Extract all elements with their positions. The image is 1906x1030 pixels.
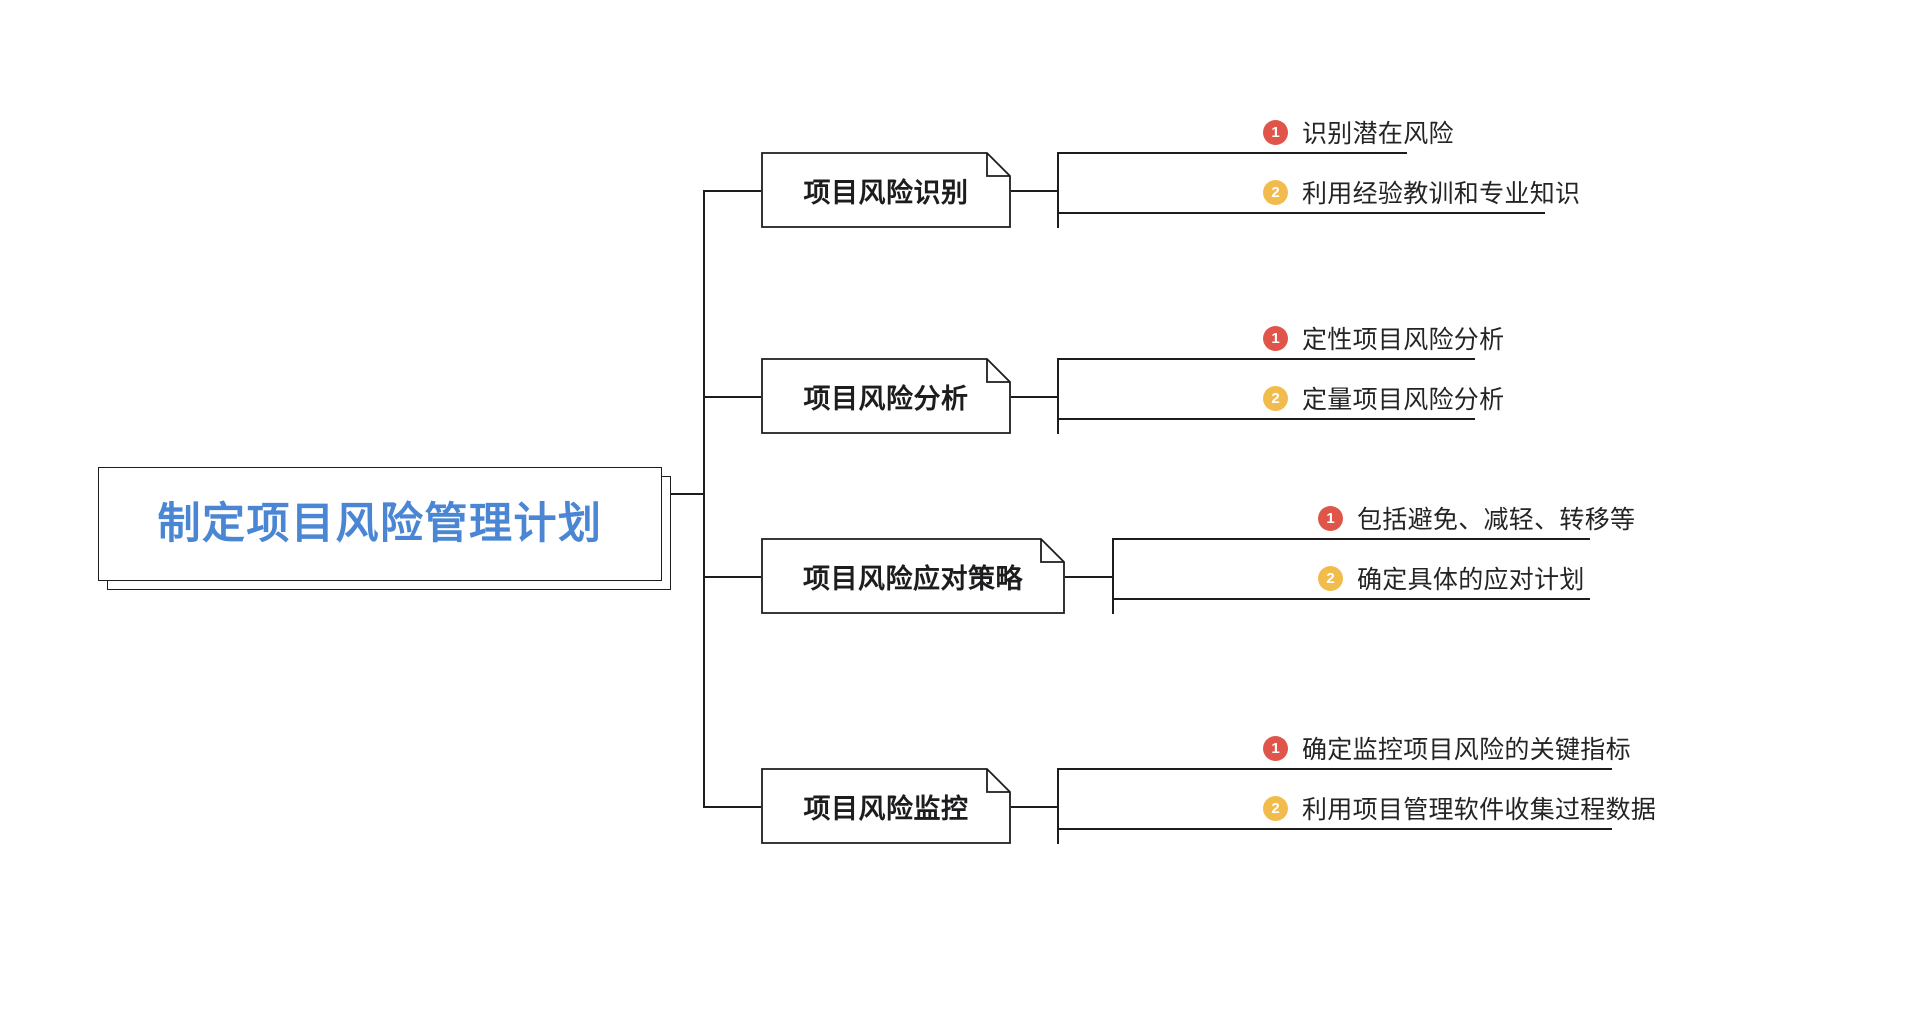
badge-one-icon: 1 — [1263, 735, 1288, 761]
leaf-bracket-1 — [1057, 152, 1059, 228]
leaf-item[interactable]: 2 利用项目管理软件收集过程数据 — [1263, 786, 1656, 830]
connector-root-stub — [671, 493, 704, 495]
leaf-item[interactable]: 1 包括避免、减轻、转移等 — [1318, 496, 1635, 540]
connector-branch-3 — [703, 576, 761, 578]
root-node[interactable]: 制定项目风险管理计划 — [98, 467, 671, 590]
badge-two-icon: 2 — [1263, 385, 1288, 411]
leaf-item[interactable]: 2 利用经验教训和专业知识 — [1263, 170, 1580, 214]
leaf-underline — [1057, 358, 1475, 360]
connector-branch-1-out — [1011, 190, 1058, 192]
leaf-underline — [1057, 212, 1545, 214]
connector-spine — [703, 190, 705, 807]
branch-node-2-label: 项目风险分析 — [803, 383, 969, 414]
branch-node-1[interactable]: 项目风险识别 — [761, 152, 1011, 228]
badge-one-icon: 1 — [1263, 119, 1288, 145]
leaf-underline — [1057, 768, 1612, 770]
leaf-group-4: 1 确定监控项目风险的关键指标 2 利用项目管理软件收集过程数据 — [1057, 726, 1656, 856]
branch-node-4[interactable]: 项目风险监控 — [761, 768, 1011, 844]
leaf-group-3: 1 包括避免、减轻、转移等 2 确定具体的应对计划 — [1112, 496, 1635, 626]
connector-branch-3-out — [1065, 576, 1113, 578]
leaf-underline — [1057, 418, 1475, 420]
leaf-bracket-4 — [1057, 768, 1059, 844]
badge-two-icon: 2 — [1263, 179, 1288, 205]
leaf-item[interactable]: 1 确定监控项目风险的关键指标 — [1263, 726, 1631, 770]
leaf-label: 识别潜在风险 — [1302, 120, 1454, 148]
branch-node-3-label: 项目风险应对策略 — [803, 563, 1023, 594]
dogear-card-shape — [761, 358, 1011, 434]
dogear-card-shape — [761, 768, 1011, 844]
leaf-group-2: 1 定性项目风险分析 2 定量项目风险分析 — [1057, 316, 1504, 446]
branch-node-3[interactable]: 项目风险应对策略 — [761, 538, 1065, 614]
leaf-label: 定性项目风险分析 — [1302, 326, 1505, 354]
root-node-label: 制定项目风险管理计划 — [157, 499, 603, 548]
leaf-item[interactable]: 1 定性项目风险分析 — [1263, 316, 1504, 360]
leaf-label: 确定监控项目风险的关键指标 — [1302, 736, 1631, 764]
leaf-bracket-2 — [1057, 358, 1059, 434]
leaf-underline — [1112, 538, 1590, 540]
branch-node-4-label: 项目风险监控 — [803, 793, 969, 824]
connector-branch-1 — [703, 190, 761, 192]
leaf-bracket-3 — [1112, 538, 1114, 614]
connector-branch-2-out — [1011, 396, 1058, 398]
leaf-underline — [1112, 598, 1590, 600]
branch-node-1-label: 项目风险识别 — [803, 177, 969, 208]
leaf-item[interactable]: 1 识别潜在风险 — [1263, 110, 1454, 154]
root-node-box[interactable]: 制定项目风险管理计划 — [98, 467, 662, 581]
leaf-label: 包括避免、减轻、转移等 — [1357, 506, 1636, 534]
branch-node-2[interactable]: 项目风险分析 — [761, 358, 1011, 434]
leaf-label: 利用经验教训和专业知识 — [1302, 180, 1581, 208]
leaf-label: 定量项目风险分析 — [1302, 386, 1505, 414]
connector-branch-2 — [703, 396, 761, 398]
badge-one-icon: 1 — [1318, 505, 1343, 531]
leaf-group-1: 1 识别潜在风险 2 利用经验教训和专业知识 — [1057, 110, 1580, 240]
badge-two-icon: 2 — [1318, 565, 1343, 591]
leaf-label: 确定具体的应对计划 — [1357, 566, 1585, 594]
leaf-underline — [1057, 152, 1407, 154]
leaf-underline — [1057, 828, 1612, 830]
dogear-card-shape — [761, 152, 1011, 228]
dogear-card-shape — [761, 538, 1065, 614]
leaf-label: 利用项目管理软件收集过程数据 — [1302, 796, 1657, 824]
badge-two-icon: 2 — [1263, 795, 1288, 821]
connector-branch-4-out — [1011, 806, 1058, 808]
leaf-item[interactable]: 2 确定具体的应对计划 — [1318, 556, 1585, 600]
connector-branch-4 — [703, 806, 761, 808]
leaf-item[interactable]: 2 定量项目风险分析 — [1263, 376, 1504, 420]
badge-one-icon: 1 — [1263, 325, 1288, 351]
